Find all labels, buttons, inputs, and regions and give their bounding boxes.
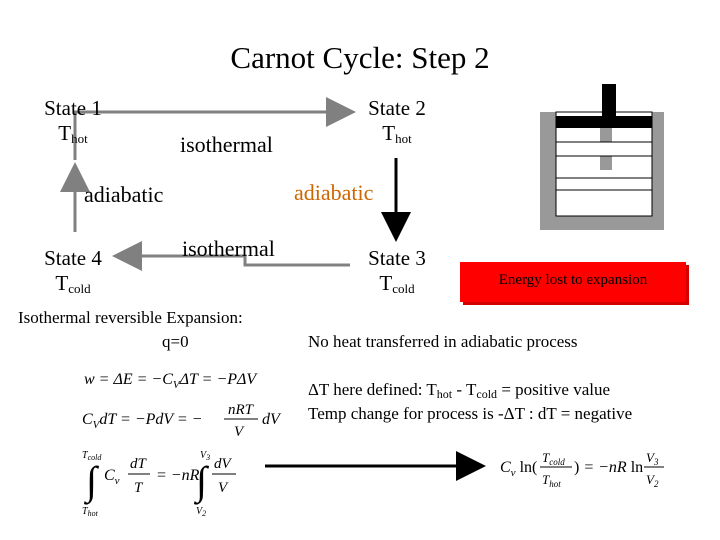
state-3: State 3 Tcold <box>352 246 442 301</box>
integral-upper-v: V3 <box>200 450 210 462</box>
svg-text:) = −nR ln: ) = −nR ln <box>574 459 643 476</box>
no-heat-note: No heat transferred in adiabatic process <box>308 332 578 351</box>
svg-text:dV: dV <box>214 456 233 472</box>
piston-cylinder <box>540 84 664 230</box>
svg-text:V2: V2 <box>646 472 659 489</box>
state-2: State 2 Thot <box>352 96 442 151</box>
q-zero-note: q=0 <box>162 332 189 351</box>
svg-text:= −nR: = −nR <box>156 467 200 484</box>
temp-change-note: Temp change for process is -ΔT : dT = ne… <box>308 404 633 423</box>
arrow-top <box>73 97 356 160</box>
svg-text:dV: dV <box>262 411 282 428</box>
state-4: State 4 Tcold <box>28 246 118 301</box>
integral-sign-t: ∫ <box>83 458 100 505</box>
process-left-label: adiabatic <box>84 182 164 207</box>
svg-text:V3: V3 <box>646 450 659 467</box>
svg-text:dT: dT <box>130 456 148 472</box>
state-3-sub: cold <box>392 281 415 296</box>
isothermal-note: Isothermal reversible Expansion: <box>18 308 243 327</box>
state-1-name: State 1 <box>44 96 102 120</box>
energy-lost-label: Energy lost to expansion <box>498 272 648 288</box>
delta-t-definition: ΔT here defined: Thot - Tcold = positive… <box>308 380 611 401</box>
page-title: Carnot Cycle: Step 2 <box>230 40 490 75</box>
integral-sign-v: ∫ <box>193 458 210 505</box>
svg-text:Cv ln(: Cv ln( <box>500 459 537 479</box>
state-4-name: State 4 <box>44 246 102 270</box>
state-3-name: State 3 <box>368 246 426 270</box>
state-1-sub: hot <box>71 131 88 146</box>
integral-lower-v: V2 <box>196 506 206 518</box>
process-bottom-label: isothermal <box>182 236 275 261</box>
process-top-label: isothermal <box>180 132 273 157</box>
svg-text:T: T <box>134 480 144 496</box>
integral-upper-t: Tcold <box>82 450 102 462</box>
svg-text:Thot: Thot <box>542 472 561 489</box>
state-2-sub: hot <box>395 131 412 146</box>
equation-result: Cv ln( Tcold Thot ) = −nR ln V3 V2 <box>500 450 664 489</box>
state-1: State 1 Thot <box>28 96 118 151</box>
equation-work: w = ΔE = −CVΔT = −PΔV <box>84 371 258 391</box>
svg-text:V: V <box>234 424 245 440</box>
svg-text:Tcold: Tcold <box>542 450 565 467</box>
arrow-bottom <box>112 241 350 271</box>
integral-lower-t: Thot <box>82 506 99 518</box>
svg-text:nRT: nRT <box>228 402 255 418</box>
state-2-name: State 2 <box>368 96 426 120</box>
energy-lost-box <box>460 262 686 302</box>
equation-differential: CVdT = −PdV = − <box>82 411 202 431</box>
equations-left: w = ΔE = −CVΔT = −PΔV CVdT = −PdV = − nR… <box>82 371 282 518</box>
process-right-label: adiabatic <box>294 180 374 205</box>
state-4-sub: cold <box>68 281 91 296</box>
svg-text:V: V <box>218 480 229 496</box>
svg-text:Cv: Cv <box>104 467 120 487</box>
